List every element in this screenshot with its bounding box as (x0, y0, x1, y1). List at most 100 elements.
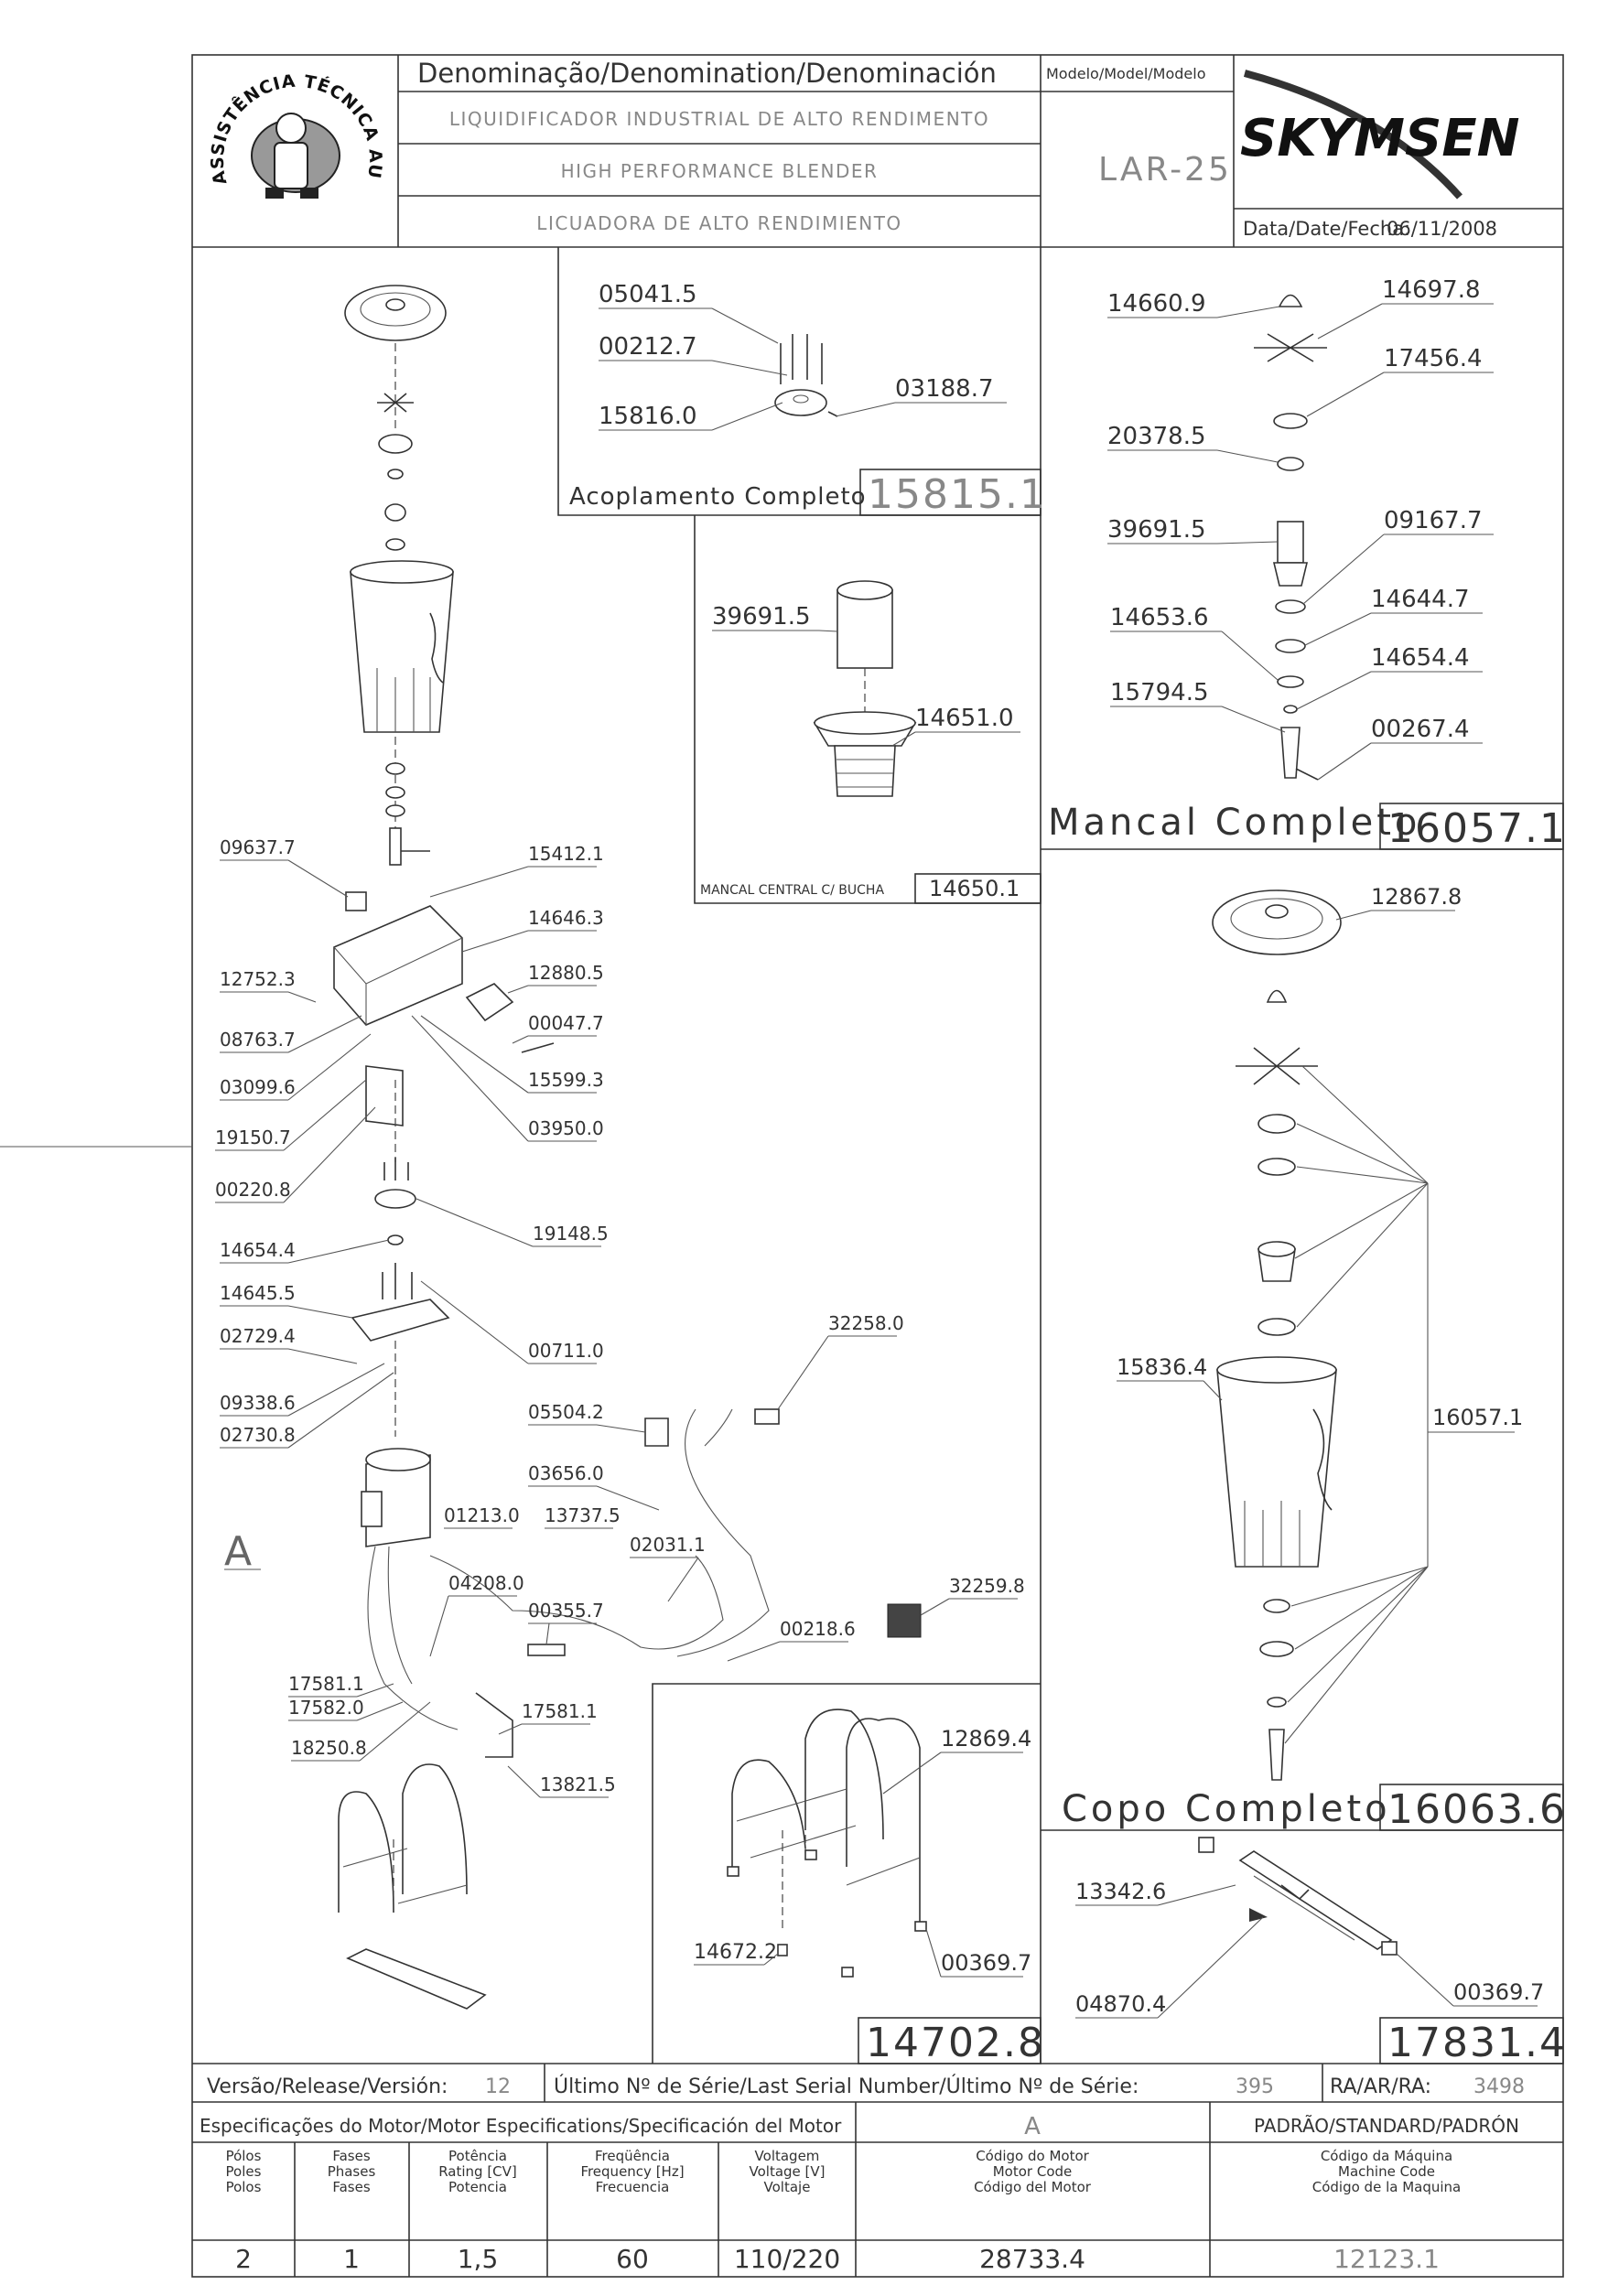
col-machine-code-line3: Código de la Maquina (1312, 2179, 1461, 2195)
cup-diagram: 12867.8 15836.4 16057.1 (1117, 884, 1523, 1781)
part-label: 05504.2 (528, 1401, 604, 1423)
voltage-value: 110/220 (734, 2244, 840, 2274)
central-bearing-title: MANCAL CENTRAL C/ BUCHA (700, 883, 884, 898)
part-label: 09167.7 (1384, 507, 1483, 534)
part-label: 14654.4 (220, 1239, 296, 1261)
serial-value: 395 (1236, 2075, 1274, 2098)
col-machine-code-line1: Código da Máquina (1321, 2148, 1452, 2164)
main-exploded-diagram: A (224, 285, 922, 2010)
part-label: 15836.4 (1117, 1354, 1207, 1380)
part-label: 20378.5 (1107, 423, 1206, 450)
cup-title: Copo Completo (1062, 1788, 1391, 1830)
central-bearing-diagram: 39691.5 14651.0 (712, 580, 1020, 797)
section-frames (192, 247, 1564, 2064)
denomination-title: Denominação/Denomination/Denominación (417, 58, 997, 89)
col-motor-code-line1: Código do Motor (976, 2148, 1089, 2164)
bearing-code: 16057.1 (1387, 805, 1567, 852)
part-label: 12880.5 (528, 962, 604, 984)
poles-value: 2 (235, 2244, 252, 2274)
part-label: 00355.7 (528, 1600, 604, 1622)
col-voltage-line2: Voltage [V] (750, 2163, 826, 2180)
part-label: 13737.5 (545, 1504, 621, 1526)
part-label: 04208.0 (448, 1572, 524, 1594)
date-value: 06/11/2008 (1387, 218, 1497, 240)
part-label: 39691.5 (712, 603, 811, 631)
part-label: 12867.8 (1371, 884, 1462, 910)
col-frequency-line3: Frecuencia (596, 2179, 670, 2195)
part-label: 05041.5 (599, 281, 697, 308)
stand-code: 14702.8 (866, 2020, 1045, 2066)
part-label: 14654.4 (1371, 644, 1470, 672)
col-rating-line1: Potência (448, 2148, 507, 2164)
part-label: 00220.8 (215, 1179, 291, 1201)
support-code: 17831.4 (1387, 2020, 1567, 2066)
part-label: 15412.1 (528, 843, 604, 865)
part-label: 16057.1 (1432, 1405, 1523, 1430)
phases-value: 1 (343, 2244, 360, 2274)
part-label: 03656.0 (528, 1462, 604, 1484)
bearing-diagram: 14660.9 14697.8 17456.4 20378.5 39691.5 … (1107, 276, 1494, 781)
col-motor-code-line2: Motor Code (993, 2163, 1073, 2180)
part-label: 00711.0 (528, 1340, 604, 1362)
model-title: Modelo/Model/Modelo (1046, 65, 1205, 82)
part-label: 19148.5 (533, 1223, 609, 1245)
motor-spec-title: Especificações do Motor/Motor Especifica… (200, 2115, 842, 2137)
bearing-title: Mancal Completo (1048, 802, 1420, 844)
col-machine-code-line2: Machine Code (1338, 2163, 1435, 2180)
support-diagram: 13342.6 04870.4 00369.7 (1075, 1837, 1544, 2019)
part-label: 14653.6 (1110, 604, 1209, 631)
serial-label: Último Nº de Série/Last Serial Number/Úl… (554, 2075, 1139, 2098)
ra-value: 3498 (1473, 2075, 1525, 2098)
part-label: 32259.8 (949, 1575, 1025, 1597)
col-voltage-line1: Voltagem (755, 2148, 820, 2164)
name-pt: LIQUIDIFICADOR INDUSTRIAL DE ALTO RENDIM… (449, 108, 989, 130)
date-label: Data/Date/Fecha: (1243, 218, 1410, 240)
col-frequency-line2: Frequency [Hz] (580, 2163, 684, 2180)
part-label: 04870.4 (1075, 1991, 1166, 2017)
motor-code-value: 28733.4 (979, 2244, 1085, 2274)
col-poles-line3: Polos (226, 2179, 262, 2195)
part-label: 32258.0 (828, 1312, 904, 1334)
coupling-diagram: 05041.5 00212.7 15816.0 03188.7 (599, 281, 1007, 431)
name-en: HIGH PERFORMANCE BLENDER (561, 160, 879, 182)
header-block: Denominação/Denomination/Denominación Mo… (0, 0, 1563, 248)
sheet-border (191, 54, 1564, 2278)
central-bearing-code: 14650.1 (929, 876, 1020, 901)
part-label: 09338.6 (220, 1392, 296, 1414)
part-label: 17582.0 (288, 1697, 364, 1719)
main-labels: 09637.7 15412.1 14646.3 12752.3 12880.5 … (215, 836, 1025, 1798)
part-label: 01213.0 (444, 1504, 520, 1526)
part-label: 14645.5 (220, 1282, 296, 1304)
col-voltage-line3: Voltaje (764, 2179, 811, 2195)
standard-title: PADRÃO/STANDARD/PADRÓN (1254, 2115, 1519, 2137)
cup-code: 16063.6 (1387, 1786, 1567, 1833)
rating-value: 1,5 (458, 2244, 499, 2274)
col-phases-line2: Phases (328, 2163, 376, 2180)
part-label: 03188.7 (895, 375, 994, 403)
col-phases-line3: Fases (332, 2179, 370, 2195)
ra-label: RA/AR/RA: (1330, 2075, 1431, 2098)
col-poles-line2: Poles (226, 2163, 262, 2180)
name-es: LICUADORA DE ALTO RENDIMIENTO (536, 212, 901, 234)
col-frequency-line1: Freqüência (595, 2148, 670, 2164)
stand-diagram: 12869.4 14672.2 00369.7 (694, 1709, 1031, 1978)
brand-name: SKYMSEN (1240, 109, 1519, 168)
part-label: 17581.1 (522, 1700, 598, 1722)
part-label: 00047.7 (528, 1012, 604, 1034)
part-label: 13821.5 (540, 1773, 616, 1795)
part-label: 14672.2 (694, 1941, 777, 1964)
part-label: 15794.5 (1110, 679, 1209, 706)
col-poles-line1: Pólos (226, 2148, 262, 2164)
part-label: 02730.8 (220, 1424, 296, 1446)
part-label: 12869.4 (941, 1726, 1031, 1752)
part-label: 12752.3 (220, 968, 296, 990)
model-code: LAR-25 (1098, 151, 1232, 189)
part-label: 02031.1 (630, 1534, 706, 1556)
version-value: 12 (485, 2075, 511, 2098)
part-label: 13342.6 (1075, 1879, 1166, 1904)
part-label: 00369.7 (1453, 1979, 1544, 2005)
motor-column-letter: A (1024, 2113, 1041, 2140)
part-label: 15816.0 (599, 403, 697, 430)
